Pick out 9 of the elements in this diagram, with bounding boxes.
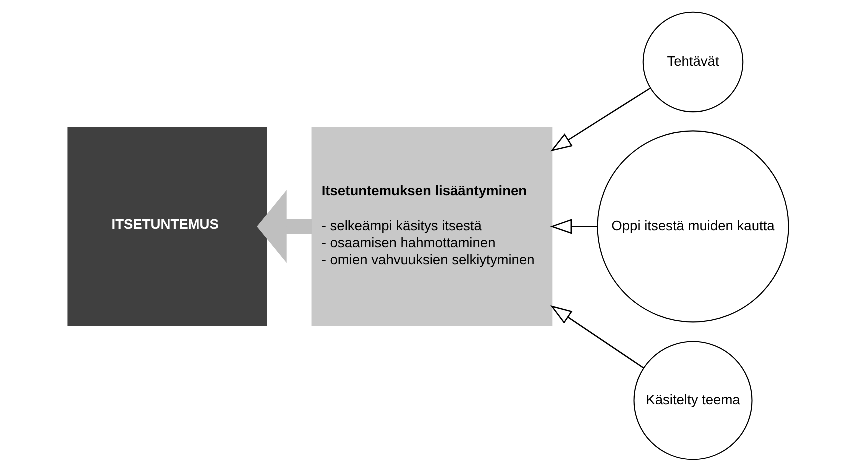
arrow <box>257 190 312 264</box>
node-circle: Oppi itsestä muiden kautta <box>597 130 790 323</box>
arrow <box>550 306 644 369</box>
node-box: ITSETUNTEMUS <box>68 126 268 326</box>
node-circle: Tehtävät <box>642 12 744 113</box>
node-circle: Käsitelty teema <box>634 341 753 460</box>
arrow <box>550 219 598 234</box>
arrow <box>550 88 651 152</box>
node-box: Itsetuntemuksen lisääntyminen - selkeämpi käsitys itsestä - osaamisen hahmottaminen - omien vahvuuksien selkiytyminen <box>312 126 553 326</box>
